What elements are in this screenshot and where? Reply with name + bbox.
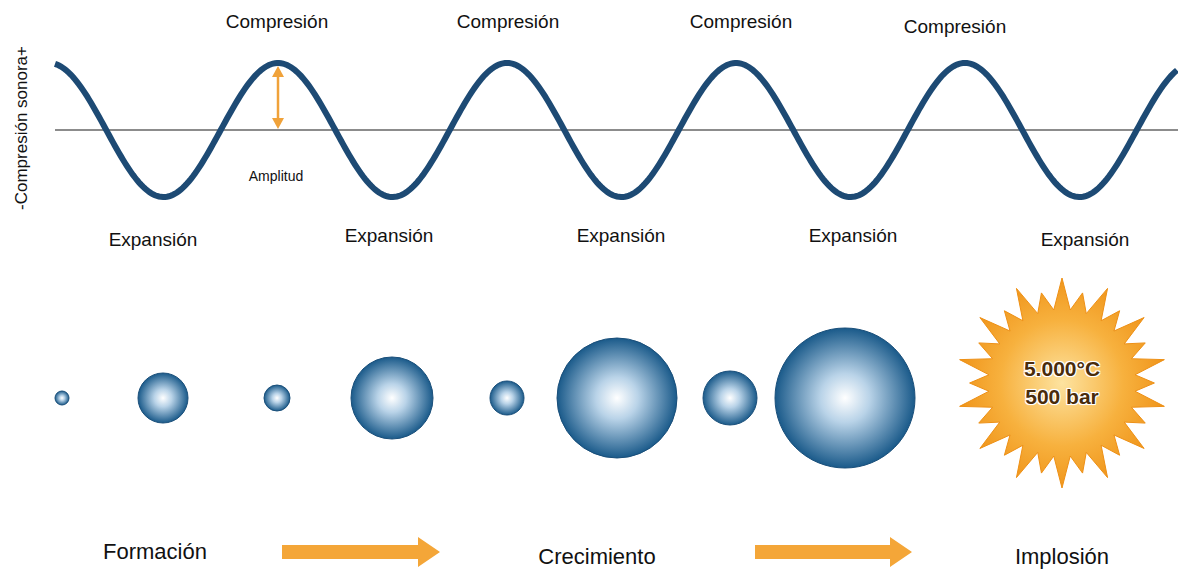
arrow-head: [272, 118, 284, 129]
amplitude-line: [277, 74, 280, 122]
process-arrow: [755, 537, 912, 567]
starburst-shape: [957, 278, 1167, 488]
bubble: [557, 338, 677, 458]
phase-label: Expansión: [109, 229, 198, 251]
phase-label: Compresión: [904, 16, 1006, 38]
phase-label: Compresión: [457, 11, 559, 33]
bubble: [55, 391, 69, 405]
bubble: [138, 373, 188, 423]
process-arrow: [282, 537, 440, 567]
stage-label: Formación: [103, 539, 207, 564]
implosion-burst: 5.000°C500 bar: [957, 278, 1167, 488]
amplitude-arrow: [272, 66, 284, 129]
axis-label: -Compresión sonora+: [12, 46, 32, 210]
arrow-head: [272, 66, 284, 77]
phase-label: Compresión: [226, 11, 328, 33]
phase-label: Expansión: [577, 225, 666, 247]
stage-label: Crecimiento: [538, 544, 655, 569]
bubble: [351, 357, 433, 439]
bubble: [775, 328, 915, 468]
sound-wave: [55, 63, 1177, 197]
bubbles: [55, 328, 915, 468]
burst-value: 500 bar: [1025, 383, 1099, 411]
phase-label: Expansión: [345, 225, 434, 247]
starburst-outline: [960, 278, 1165, 488]
stage-label: Implosión: [1015, 544, 1109, 569]
bubble: [264, 385, 290, 411]
phase-label: Expansión: [809, 225, 898, 247]
burst-texts: 5.000°C500 bar: [1024, 355, 1100, 412]
phase-label: Compresión: [690, 11, 792, 33]
amplitude-label: Amplitud: [249, 168, 303, 184]
phase-label: Expansión: [1041, 229, 1130, 251]
bubble: [703, 371, 757, 425]
bubble: [490, 381, 524, 415]
burst-value: 5.000°C: [1024, 355, 1100, 383]
